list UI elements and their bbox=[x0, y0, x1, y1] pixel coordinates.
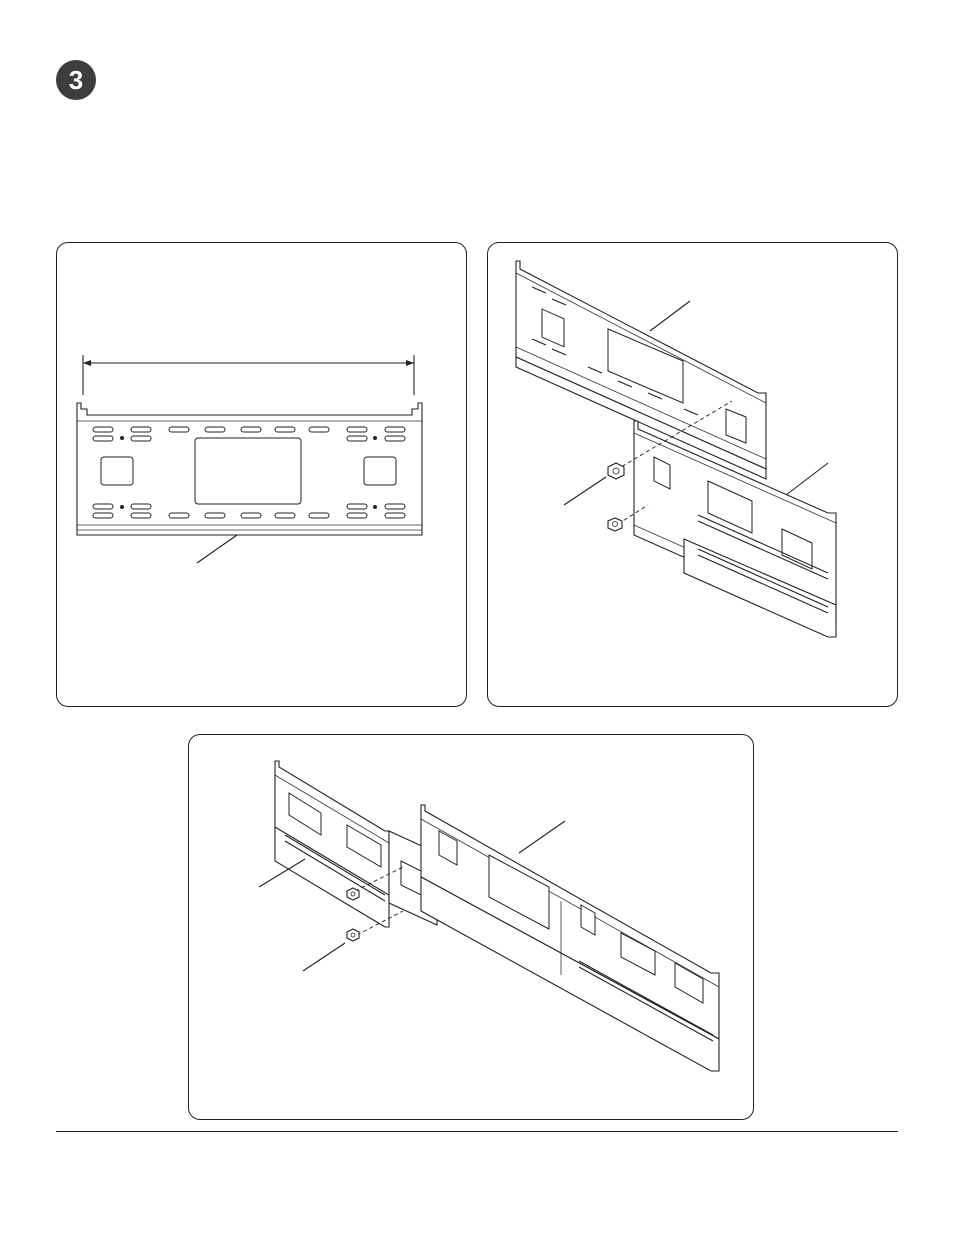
plate-extension-assembly-drawing bbox=[488, 243, 899, 708]
hex-nut-upper bbox=[608, 463, 624, 479]
hex-nut-lower bbox=[347, 929, 359, 941]
right-square-cutout bbox=[364, 457, 396, 485]
center-cutout bbox=[195, 438, 301, 504]
leader-line-plate bbox=[197, 535, 237, 563]
wall-plate-front-view-drawing bbox=[57, 243, 468, 708]
left-square-cutout bbox=[101, 457, 133, 485]
footer-divider bbox=[56, 1131, 898, 1132]
leader-line-extension bbox=[786, 463, 828, 495]
dimension-arrow-right bbox=[406, 360, 414, 366]
figure-panel-b bbox=[487, 242, 898, 707]
dimension-arrow-left bbox=[83, 360, 91, 366]
figure-panel-c bbox=[188, 734, 754, 1120]
hex-nut-upper bbox=[347, 888, 359, 900]
hex-nut-lower bbox=[608, 518, 622, 531]
figure-panel-a bbox=[56, 242, 467, 707]
plate-extension-assembly-reverse-drawing bbox=[189, 735, 755, 1121]
step-number-badge: 3 bbox=[56, 60, 96, 100]
leader-line-main-plate bbox=[519, 821, 565, 853]
step-number: 3 bbox=[69, 67, 83, 93]
leader-line-nut bbox=[564, 477, 606, 505]
leader-line-nut bbox=[303, 943, 345, 971]
leader-line-rear-plate bbox=[650, 301, 690, 331]
